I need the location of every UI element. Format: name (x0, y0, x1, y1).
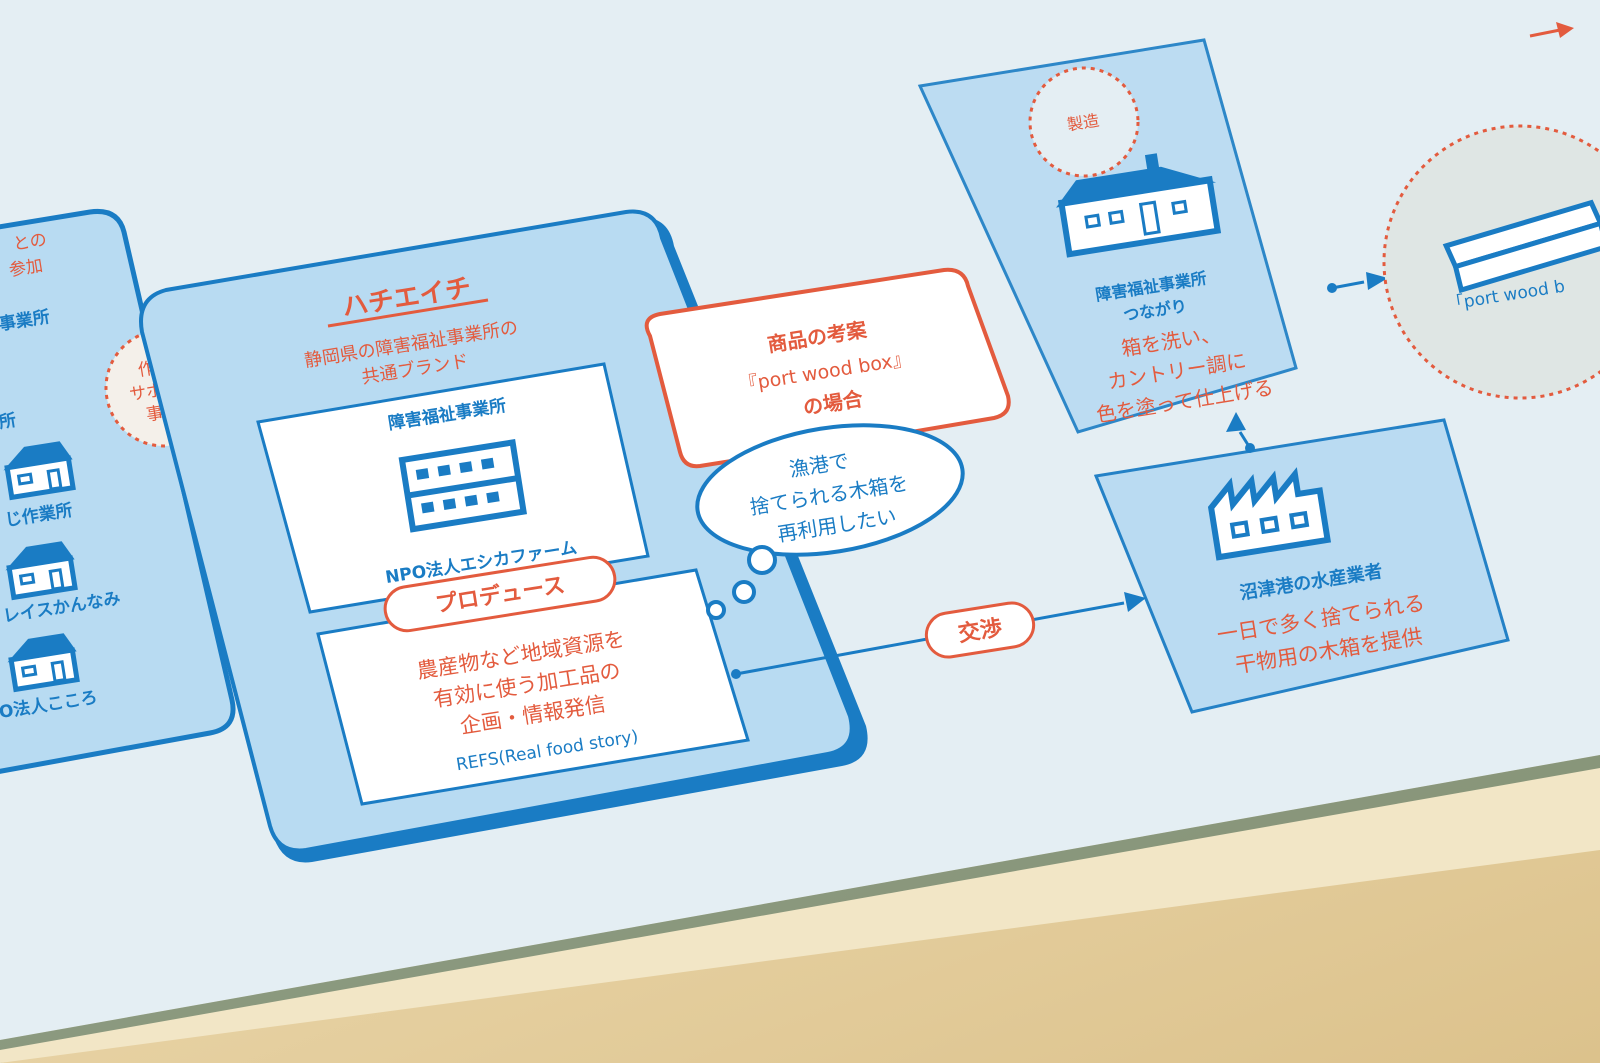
idea-bubble: 商品の考案 『port wood box』 の場合 (644, 267, 1011, 479)
top-right-arrow (1529, 22, 1574, 38)
product-circle: 「port wood b (1382, 124, 1600, 400)
thought-dot-small (706, 600, 726, 620)
thought-dot-medium (732, 580, 756, 604)
arrow-head-icon (1124, 592, 1146, 612)
house-icon (5, 541, 78, 601)
house-icon (7, 633, 80, 693)
office-building-icon (398, 439, 528, 533)
board-edge (0, 768, 1600, 1063)
thought-dot-large (747, 545, 777, 575)
title-underline (327, 298, 489, 328)
arrow-head-icon (1556, 22, 1574, 38)
house-icon (1056, 153, 1222, 258)
negotiation-pill: 交渉 (924, 601, 1036, 659)
house-icon (3, 441, 76, 501)
fishery-box: 沼津港の水産業者 一日で多く捨てられる 干物用の木箱を提供 (1093, 418, 1510, 714)
left-card-item-2: 所 (0, 411, 18, 433)
factory-icon (1207, 467, 1332, 561)
arrow-head-icon (1226, 412, 1246, 432)
product-connector (1327, 272, 1388, 293)
wood-box-icon (1442, 199, 1600, 294)
arrow-head-icon (1366, 272, 1388, 290)
up-connector (1226, 412, 1255, 453)
thought-bubble: 漁港で 捨てられる木箱を 再利用したい (695, 423, 965, 620)
produce-pill: プロデュース (383, 555, 617, 633)
left-card: との 参加 事業所 所 じ作業所 レイスかんなみ O法人こころ (0, 208, 236, 774)
manufacture-badge-label: 製造 (1066, 111, 1101, 135)
negotiation-connector: 交渉 (731, 592, 1146, 679)
manufacture-badge (1028, 66, 1140, 178)
